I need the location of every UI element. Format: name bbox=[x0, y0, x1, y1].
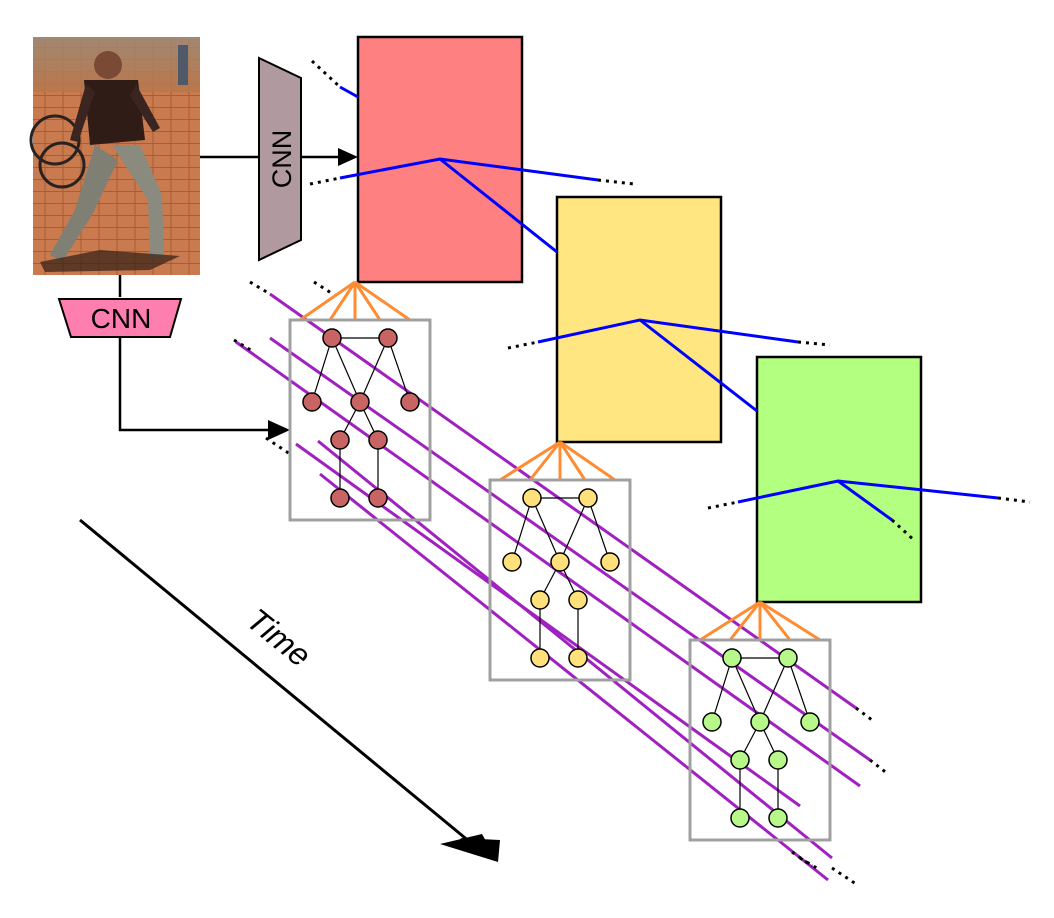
temporal-edge-ellipsis bbox=[233, 280, 889, 886]
left-cnn-to-skeleton-arrow bbox=[118, 338, 290, 440]
joint-node bbox=[568, 648, 588, 668]
cnn-top-label: CNN bbox=[267, 130, 297, 189]
time-arrow: Time bbox=[79, 518, 500, 862]
joint-node bbox=[702, 712, 722, 732]
pool-edges-2 bbox=[499, 440, 616, 482]
cnn-block-left: CNN bbox=[57, 298, 183, 338]
photo-to-cnn-arrow bbox=[200, 148, 358, 166]
joint-node bbox=[800, 712, 820, 732]
joint-node bbox=[730, 808, 750, 828]
joint-node bbox=[530, 648, 550, 668]
skeleton-box bbox=[688, 638, 832, 842]
joint-node bbox=[722, 648, 742, 668]
pool-edges-3 bbox=[699, 600, 821, 642]
joint-node bbox=[600, 552, 620, 572]
frame-3 bbox=[755, 355, 923, 604]
joint-node bbox=[568, 590, 588, 610]
joint-node bbox=[368, 430, 388, 450]
joint-node bbox=[530, 590, 550, 610]
skeleton-box bbox=[288, 318, 432, 522]
joint-node bbox=[768, 808, 788, 828]
pedestrian-photo bbox=[29, 37, 200, 275]
joint-node bbox=[400, 392, 420, 412]
spatial-edge-ellipsis bbox=[309, 59, 1031, 543]
joint-node bbox=[378, 328, 398, 348]
skeleton-box bbox=[488, 478, 632, 682]
joint-node bbox=[522, 488, 542, 508]
joint-node bbox=[578, 488, 598, 508]
joint-node bbox=[502, 552, 522, 572]
joint-node bbox=[350, 392, 370, 412]
joint-node bbox=[730, 750, 750, 770]
pool-edges-1 bbox=[299, 280, 411, 322]
joint-node bbox=[550, 552, 570, 572]
spatial-edges bbox=[339, 85, 999, 522]
joint-node bbox=[750, 712, 770, 732]
skeleton-graph-2 bbox=[488, 478, 632, 682]
joint-node bbox=[778, 648, 798, 668]
joint-node bbox=[330, 488, 350, 508]
joint-node bbox=[330, 430, 350, 450]
joint-node bbox=[368, 488, 388, 508]
joint-node bbox=[768, 750, 788, 770]
joint-node bbox=[302, 392, 322, 412]
skeleton-graph-3 bbox=[688, 638, 832, 842]
cnn-left-label: CNN bbox=[91, 303, 152, 334]
cnn-block-top: CNN bbox=[258, 56, 302, 262]
skeleton-graph-1 bbox=[288, 318, 432, 522]
joint-node bbox=[322, 328, 342, 348]
